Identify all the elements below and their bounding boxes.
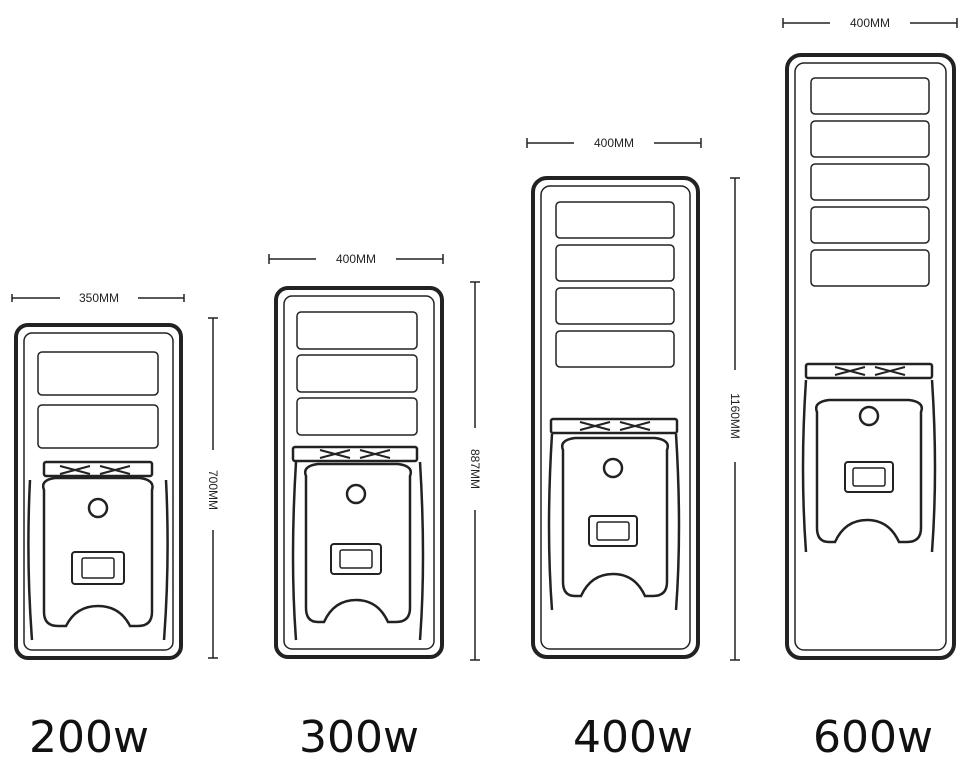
- solar-cell: [37, 351, 159, 396]
- mount-bracket: [804, 362, 934, 380]
- width-dimension: 400MM: [782, 16, 958, 30]
- solar-cell: [555, 330, 675, 368]
- solar-cell: [37, 404, 159, 449]
- width-label: 400MM: [594, 136, 634, 150]
- mount-clamp: [815, 398, 923, 544]
- width-dimension: 400MM: [268, 252, 444, 266]
- solar-cell: [810, 163, 930, 201]
- lamp-body: [531, 176, 700, 659]
- width-dimension: 400MM: [526, 136, 702, 150]
- mount-clamp: [304, 462, 412, 624]
- lamp-body: [14, 323, 183, 660]
- mount-bracket: [42, 460, 154, 478]
- solar-cell: [555, 244, 675, 282]
- width-dimension: 350MM: [11, 291, 185, 305]
- product-200w: 350MM 700MM 200w: [11, 291, 220, 763]
- power-label: 600w: [813, 712, 933, 763]
- product-400w: 400MM 1160MM 400w: [526, 136, 742, 763]
- product-300w: 400MM 887MM 300w: [268, 252, 482, 763]
- mount-clamp: [41, 476, 154, 628]
- width-label: 350MM: [79, 291, 119, 305]
- solar-cell: [810, 77, 930, 115]
- solar-cell: [296, 354, 418, 393]
- mount-bracket: [549, 417, 679, 435]
- solar-cell: [555, 201, 675, 239]
- product-600w: 400MM 600w: [782, 16, 958, 763]
- height-label: 700MM: [206, 470, 220, 510]
- solar-cell: [810, 249, 930, 287]
- mount-clamp: [561, 436, 669, 598]
- mount-bracket: [291, 445, 419, 463]
- height-dimension: 887MM: [468, 281, 482, 661]
- height-label: 887MM: [468, 449, 482, 489]
- height-label: 1160MM: [728, 393, 742, 439]
- height-dimension: 700MM: [206, 317, 220, 659]
- height-dimension: 1160MM: [728, 177, 742, 661]
- power-label: 400w: [573, 712, 693, 763]
- solar-cell: [555, 287, 675, 325]
- lamp-body: [785, 53, 956, 660]
- solar-cell: [296, 397, 418, 436]
- solar-cell: [810, 206, 930, 244]
- lamp-body: [274, 286, 444, 659]
- width-label: 400MM: [336, 252, 376, 266]
- power-label: 300w: [299, 712, 419, 763]
- solar-cell: [810, 120, 930, 158]
- width-label: 400MM: [850, 16, 890, 30]
- solar-cell: [296, 311, 418, 350]
- power-label: 200w: [29, 712, 149, 763]
